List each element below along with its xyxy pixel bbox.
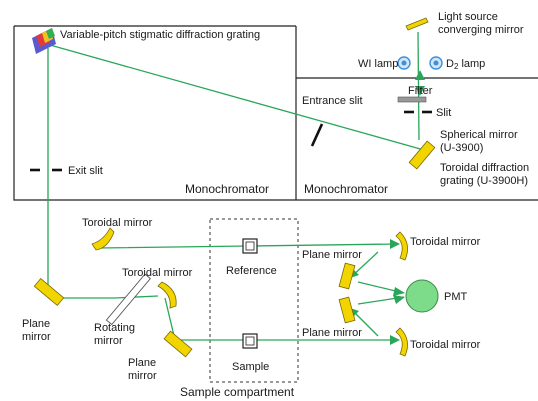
wi-lamp-label: WI lamp (358, 58, 398, 70)
toroidal-grating-label-2: grating (U-3900H) (440, 175, 528, 187)
toroidal-grating-label-1: Toroidal diffraction (440, 162, 529, 174)
plane-mirror-left-label-2: mirror (22, 331, 51, 343)
plane-mirror-bottom-label-2: mirror (128, 370, 157, 382)
toroidal-mirror-mid (157, 281, 177, 309)
toroidal-mirror-right-top-label: Toroidal mirror (410, 236, 481, 248)
plane-mirror-left (33, 277, 65, 307)
sample-compartment-box (209, 218, 299, 383)
toroidal-mirror-right-bottom-label: Toroidal mirror (410, 339, 481, 351)
plane-mirror-bottom (163, 330, 193, 358)
spherical-mirror-label-2: (U-3900) (440, 142, 483, 154)
sample-compartment-label: Sample compartment (180, 385, 295, 399)
pmt-detector (405, 279, 439, 313)
d2-lamp-label: D2 lamp (446, 58, 485, 71)
plane-mirror-right-top-label: Plane mirror (302, 249, 362, 261)
reference-label: Reference (226, 265, 277, 277)
monochromator-right-label: Monochromator (304, 182, 388, 196)
rotating-mirror-label-2: mirror (94, 335, 123, 347)
plane-mirror-right-bottom-label: Plane mirror (302, 327, 362, 339)
filter-label: Filter (408, 85, 433, 97)
toroidal-mirror-mid-label: Toroidal mirror (122, 267, 193, 279)
sample-label: Sample (232, 361, 269, 373)
monochromator-box (13, 25, 538, 201)
grating-label: Variable-pitch stigmatic diffraction gra… (60, 29, 260, 41)
plane-mirror-left-label-1: Plane (22, 318, 50, 330)
rotating-mirror-label-1: Rotating (94, 322, 135, 334)
spherical-mirror (408, 140, 436, 170)
reference-cell (242, 238, 258, 254)
plane-mirror-right-bottom (338, 296, 356, 324)
diffraction-grating (32, 28, 56, 54)
spherical-mirror-label-1: Spherical mirror (440, 129, 518, 141)
wi-lamp (397, 56, 411, 70)
rotating-mirror (105, 273, 151, 326)
exit-slit-label: Exit slit (68, 165, 103, 177)
plane-mirror-right-top (338, 262, 356, 290)
pmt-label: PMT (444, 291, 468, 303)
light-source-label-1: Light source (438, 11, 498, 23)
plane-mirror-bottom-label-1: Plane (128, 357, 156, 369)
light-source-converging-mirror (405, 17, 429, 31)
toroidal-mirror-top (91, 227, 115, 251)
entrance-slit-label: Entrance slit (302, 95, 363, 107)
filter (397, 96, 427, 103)
light-source-label-2: converging mirror (438, 24, 524, 36)
toroidal-mirror-right-bottom (395, 327, 408, 357)
entrance-slit (310, 123, 324, 147)
sample-cell (242, 333, 258, 349)
slit-label: Slit (436, 107, 451, 119)
d2-lamp (429, 56, 443, 70)
toroidal-mirror-top-label: Toroidal mirror (82, 217, 153, 229)
toroidal-mirror-right-top (395, 231, 408, 261)
monochromator-left-label: Monochromator (185, 182, 269, 196)
